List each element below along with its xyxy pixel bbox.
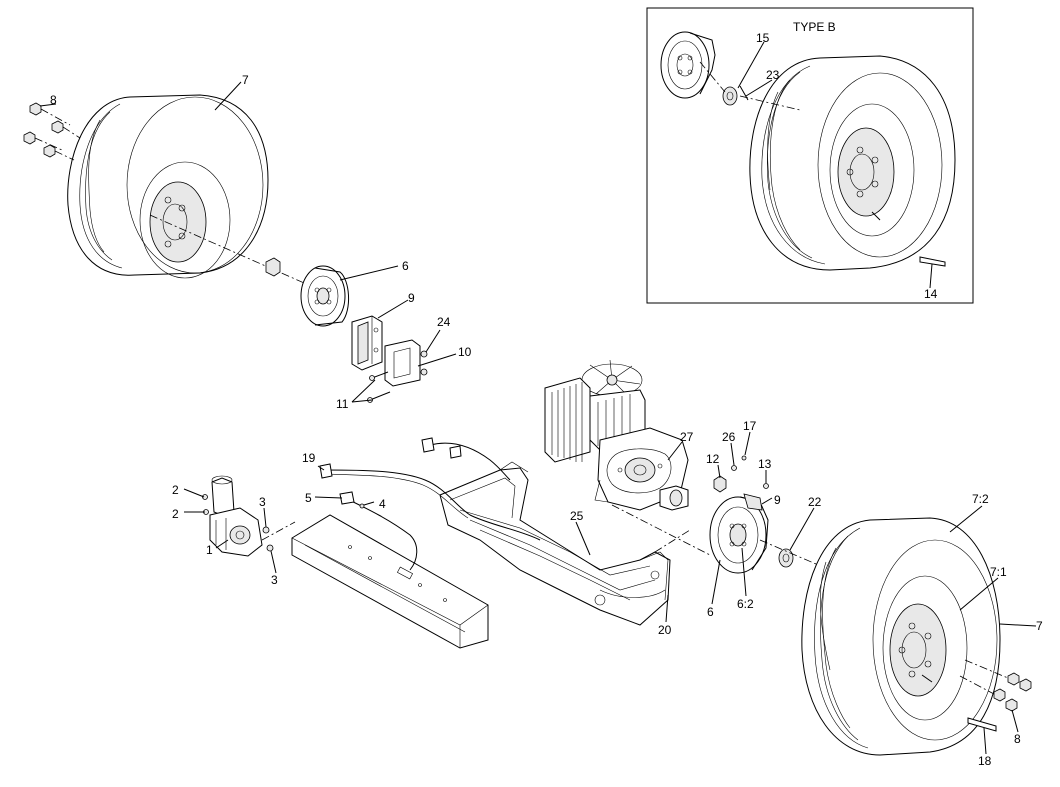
pin-26 xyxy=(731,465,737,471)
callout-6-left: 6 xyxy=(402,259,409,273)
hub-nut-22 xyxy=(778,548,794,568)
callout-17: 17 xyxy=(743,419,757,433)
callout-3-top: 3 xyxy=(259,495,266,509)
callout-11: 11 xyxy=(336,397,349,411)
brake-disc-right xyxy=(709,493,769,574)
callout-13: 13 xyxy=(758,457,772,471)
callout-3-bottom: 3 xyxy=(271,573,278,587)
valve-stem-18 xyxy=(967,717,997,732)
callout-2-top: 2 xyxy=(172,483,179,497)
callout-20: 20 xyxy=(658,623,672,637)
callout-18: 18 xyxy=(978,754,992,768)
callout-4: 4 xyxy=(379,497,386,511)
callout-2-bottom: 2 xyxy=(172,507,179,521)
bolt-11b xyxy=(369,391,391,401)
callout-7-left: 7 xyxy=(242,73,249,87)
callout-10: 10 xyxy=(458,345,472,359)
nut-12 xyxy=(713,475,727,493)
callout-25: 25 xyxy=(570,509,584,523)
callout-9-right: 9 xyxy=(774,493,781,507)
callout-8-left: 8 xyxy=(50,93,57,107)
pin-13 xyxy=(763,483,769,489)
inset-tire xyxy=(749,55,956,271)
support-channel xyxy=(291,514,489,649)
connector-19 xyxy=(319,463,333,479)
right-wheel-assembly xyxy=(801,517,1001,756)
callout-12: 12 xyxy=(706,452,720,466)
brake-disc-left xyxy=(300,265,349,327)
inset-frame xyxy=(646,7,974,304)
callout-22: 22 xyxy=(808,495,822,509)
callout-26: 26 xyxy=(722,430,736,444)
callout-15: 15 xyxy=(756,31,770,45)
callout-24: 24 xyxy=(437,315,451,329)
brake-caliper-left xyxy=(351,315,383,371)
callout-labels: 7 8 6 9 24 10 11 19 5 4 2 2 1 3 3 25 27 … xyxy=(50,31,1043,768)
callout-8-right: 8 xyxy=(1014,732,1021,746)
wire-harness xyxy=(319,437,666,598)
screw-4 xyxy=(359,503,365,509)
inset-title: TYPE B xyxy=(793,20,836,34)
leader-lines xyxy=(39,41,1037,755)
callout-1: 1 xyxy=(206,543,213,557)
callout-14: 14 xyxy=(924,287,938,301)
left-wheel-assembly xyxy=(23,94,428,403)
inset-brake-disc xyxy=(660,31,716,99)
callout-27: 27 xyxy=(680,430,694,444)
connector-5 xyxy=(339,491,355,505)
washer-24 xyxy=(420,350,428,358)
callout-6-2: 6:2 xyxy=(737,597,754,611)
callout-9-left: 9 xyxy=(408,291,415,305)
lug-nuts-right xyxy=(959,659,1032,712)
spindle-assembly-1 xyxy=(202,475,296,557)
callout-19: 19 xyxy=(302,451,316,465)
lug-nuts-left xyxy=(23,102,81,161)
transaxle xyxy=(544,359,711,556)
inset-hub-nut xyxy=(722,86,738,106)
type-b-inset: TYPE B xyxy=(646,7,974,304)
frame-25 xyxy=(439,461,691,626)
callout-7-2: 7:2 xyxy=(972,492,989,506)
pin-17 xyxy=(741,455,747,461)
callout-7-1: 7:1 xyxy=(990,565,1007,579)
inset-valve-stem xyxy=(919,256,946,267)
callout-23: 23 xyxy=(766,68,780,82)
brake-caliper-right xyxy=(743,493,763,511)
callout-7-right: 7 xyxy=(1036,619,1043,633)
axle-nut-left xyxy=(265,257,281,277)
caliper-bracket xyxy=(384,339,421,387)
callout-6-right: 6 xyxy=(707,605,714,619)
callout-5: 5 xyxy=(305,491,312,505)
